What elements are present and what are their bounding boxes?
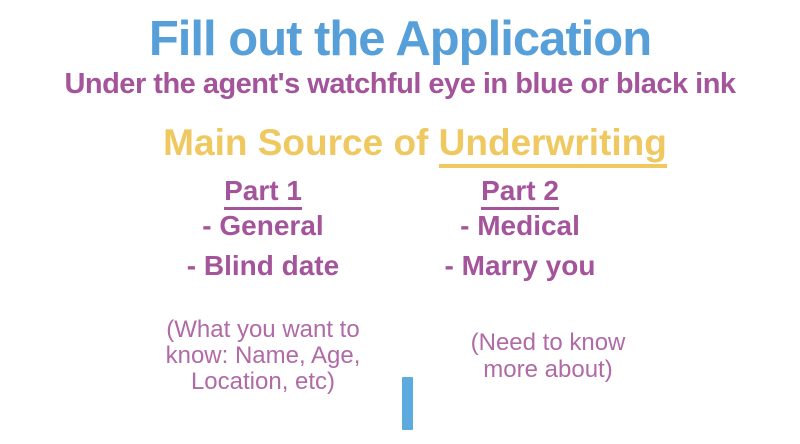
section-heading-underlined: Underwriting bbox=[438, 122, 667, 168]
list-item: - General bbox=[202, 210, 324, 241]
part1-note: (What you want to know: Name, Age, Locat… bbox=[103, 317, 423, 395]
slide-title: Fill out the Application bbox=[148, 12, 652, 66]
part2-header-label: Part 2 bbox=[481, 175, 559, 210]
note-line: more about) bbox=[483, 356, 613, 383]
list-item: - Marry you bbox=[444, 250, 596, 281]
note-line: (What you want to bbox=[166, 316, 360, 343]
list-item: - Blind date bbox=[186, 250, 340, 281]
section-heading: Main Source of Underwriting bbox=[30, 121, 800, 168]
note-line: Location, etc) bbox=[190, 368, 336, 395]
part2-header: Part 2 bbox=[370, 175, 670, 210]
part1-header-label: Part 1 bbox=[224, 175, 302, 210]
note-line: know: Name, Age, bbox=[165, 342, 361, 369]
text-cursor bbox=[402, 377, 413, 430]
list-item: - Medical bbox=[460, 210, 580, 241]
part1-header: Part 1 bbox=[113, 175, 413, 210]
part2-note: (Need to know more about) bbox=[398, 329, 698, 383]
part2-list: - Medical - Marry you bbox=[370, 206, 670, 286]
slide-subtitle: Under the agent's watchful eye in blue o… bbox=[64, 68, 736, 100]
note-line: (Need to know bbox=[470, 329, 626, 356]
part1-list: - General - Blind date bbox=[113, 206, 413, 286]
section-heading-prefix: Main Source of bbox=[163, 122, 439, 163]
